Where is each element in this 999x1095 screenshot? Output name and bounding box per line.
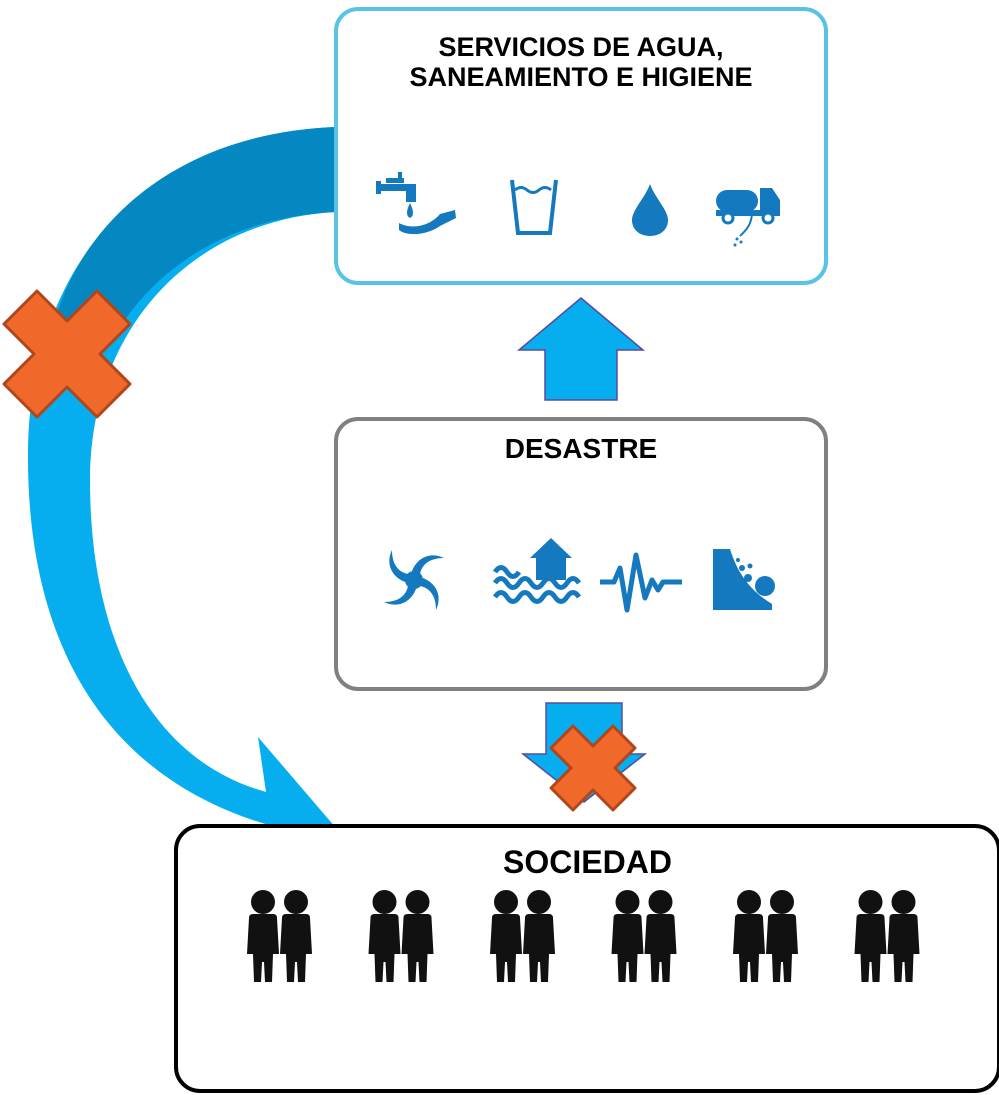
society-to-disaster-arrow [520, 702, 648, 812]
disaster-box [334, 417, 828, 691]
wash-services-title: SERVICIOS DE AGUA, SANEAMIENTO E HIGIENE [409, 32, 753, 93]
society-title: SOCIEDAD [503, 844, 672, 880]
cross-icon [549, 724, 637, 812]
flood-icon [492, 538, 582, 604]
curved-arrow-shade [52, 127, 336, 335]
wash-services-box [334, 7, 828, 285]
water-truck-icon [716, 188, 780, 247]
handwashing-tap-icon [376, 172, 456, 235]
cross-icon [2, 289, 132, 419]
hurricane-icon [384, 550, 444, 610]
earthquake-icon [600, 552, 682, 613]
water-glass-icon [510, 179, 558, 235]
water-drop-icon [632, 184, 668, 236]
wash-to-society-arrow [27, 127, 337, 893]
up-arrow [516, 297, 646, 401]
landslide-icon [713, 549, 775, 610]
disaster-title: DESASTRE [504, 433, 658, 464]
